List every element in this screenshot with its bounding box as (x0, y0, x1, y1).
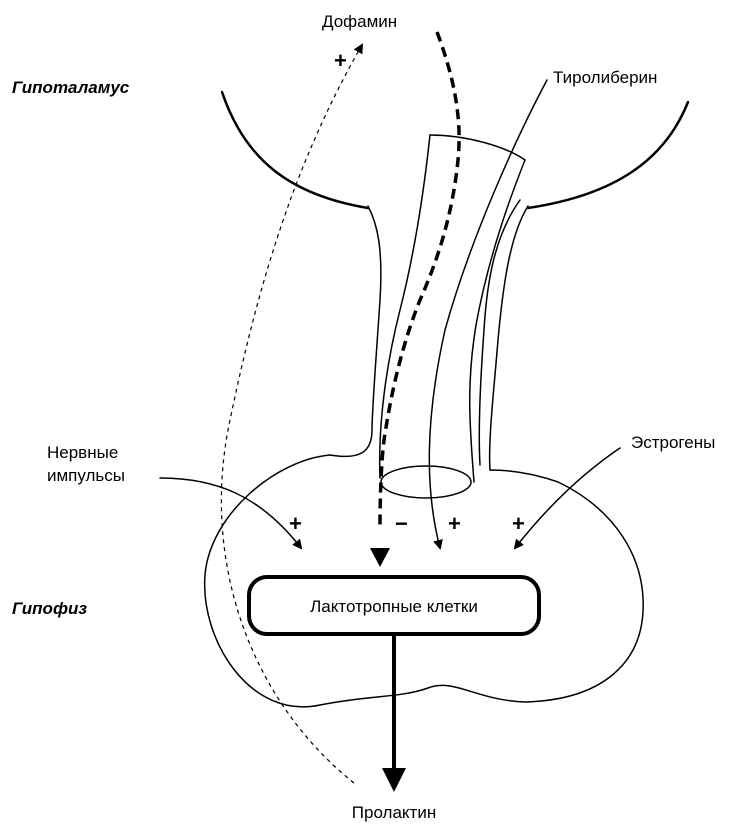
prolactin-arrowhead (382, 768, 406, 792)
prolactin-label: Пролактин (352, 803, 436, 822)
dopamine-arrowhead (370, 548, 390, 567)
trh-label: Тиролиберин (553, 68, 657, 87)
estrogens-arrow (515, 448, 620, 548)
portal-vessel-right-wall (470, 160, 525, 482)
feedback-plus-sign: + (334, 48, 347, 73)
estrogens-plus-sign: + (512, 511, 525, 536)
hypothalamus-left-contour (222, 92, 368, 208)
nerve-impulses-label-line1: Нервные (47, 443, 118, 462)
nerve-impulses-label-line2: импульсы (47, 466, 125, 485)
hypothalamus-right-contour (528, 102, 688, 208)
dopamine-path (380, 32, 459, 525)
portal-vessel-opening (381, 466, 471, 498)
estrogens-label: Эстрогены (631, 433, 715, 452)
nerve-plus-sign: + (289, 511, 302, 536)
prolactin-feedback-path (221, 45, 362, 783)
trh-plus-sign: + (448, 511, 461, 536)
dopamine-minus-sign: − (395, 511, 408, 536)
trh-arrow (429, 80, 547, 548)
stalk-left-wall (330, 206, 381, 456)
pituitary-label: Гипофиз (12, 599, 87, 618)
dopamine-label: Дофамин (322, 12, 397, 31)
lactotroph-cells-label: Лактотропные клетки (310, 597, 478, 616)
hypothalamus-label: Гипоталамус (12, 78, 130, 97)
portal-vessel-top (430, 135, 525, 160)
